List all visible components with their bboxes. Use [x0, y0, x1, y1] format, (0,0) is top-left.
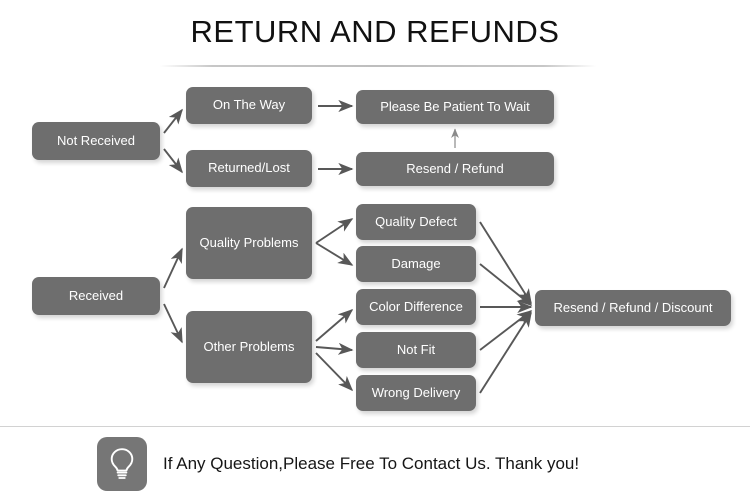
flow-node-please-be-patient-to-wait[interactable]: Please Be Patient To Wait — [356, 90, 554, 124]
connector-other-problems-to-not-fit — [315, 342, 354, 355]
connector-other-problems-to-color-difference — [315, 309, 354, 342]
flow-node-resend-refund-discount[interactable]: Resend / Refund / Discount — [535, 290, 731, 326]
flow-node-not-received[interactable]: Not Received — [32, 122, 160, 160]
connector-damage-to-final — [479, 263, 533, 306]
flow-node-quality-defect[interactable]: Quality Defect — [356, 204, 476, 240]
connector-quality-defect-to-final — [479, 221, 532, 305]
connector-not-received-to-returned-lost — [163, 148, 183, 174]
title-divider — [160, 65, 596, 67]
lightbulb-icon — [97, 437, 147, 491]
flow-node-received[interactable]: Received — [32, 277, 160, 315]
flow-node-resend-refund[interactable]: Resend / Refund — [356, 152, 554, 186]
flow-node-not-fit[interactable]: Not Fit — [356, 332, 476, 368]
connector-received-to-other-problems — [163, 303, 183, 344]
flow-node-wrong-delivery[interactable]: Wrong Delivery — [356, 375, 476, 411]
connector-quality-problems-to-damage — [315, 242, 354, 266]
page-title: RETURN AND REFUNDS — [190, 14, 560, 49]
connector-other-problems-to-wrong-delivery — [315, 352, 354, 392]
flow-node-returned-lost[interactable]: Returned/Lost — [186, 150, 312, 187]
connector-received-to-quality-problems — [163, 247, 183, 289]
footer-contact-text: If Any Question,Please Free To Contact U… — [163, 454, 580, 473]
flow-node-color-difference[interactable]: Color Difference — [356, 289, 476, 325]
connector-wrong-delivery-to-final — [479, 311, 532, 394]
flow-node-on-the-way[interactable]: On The Way — [186, 87, 312, 124]
flow-node-quality-problems[interactable]: Quality Problems — [186, 207, 312, 279]
flow-node-damage[interactable]: Damage — [356, 246, 476, 282]
connector-not-fit-to-final — [479, 310, 533, 351]
connector-quality-problems-to-quality-defect — [315, 218, 354, 244]
footer-divider — [0, 426, 750, 427]
footer: If Any Question,Please Free To Contact U… — [97, 436, 717, 492]
connector-not-received-to-on-the-way — [163, 108, 183, 134]
flow-node-other-problems[interactable]: Other Problems — [186, 311, 312, 383]
